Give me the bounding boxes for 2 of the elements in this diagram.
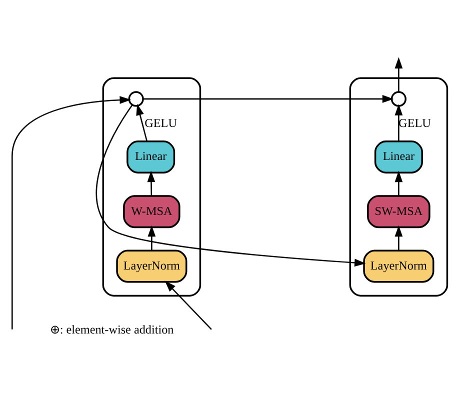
edge-label: GELU — [144, 115, 177, 130]
legend-label: ⊕: element-wise addition — [50, 322, 174, 336]
